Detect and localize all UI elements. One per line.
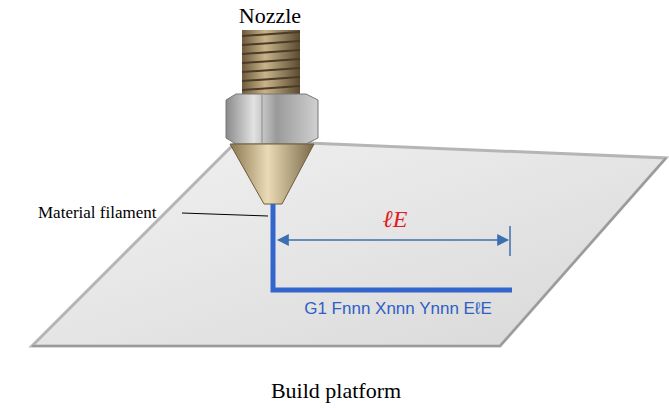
nozzle-hex — [226, 94, 318, 144]
material-filament — [273, 204, 512, 290]
dimension-tick — [509, 226, 511, 256]
build-platform — [32, 140, 666, 346]
filament-label: Material filament — [38, 203, 156, 223]
nozzle-label: Nozzle — [239, 3, 301, 28]
platform-label: Build platform — [271, 378, 401, 403]
platform-edge — [32, 158, 666, 346]
gcode-command: G1 Fnnn Xnnn Ynnn EℓE — [304, 299, 492, 319]
thread-lines — [242, 32, 300, 90]
nozzle-thread — [242, 30, 300, 96]
leader-line — [182, 213, 268, 216]
length-symbol: ℓE — [383, 206, 408, 234]
nozzle-tip — [230, 144, 314, 204]
dimension-arrow — [278, 239, 508, 241]
